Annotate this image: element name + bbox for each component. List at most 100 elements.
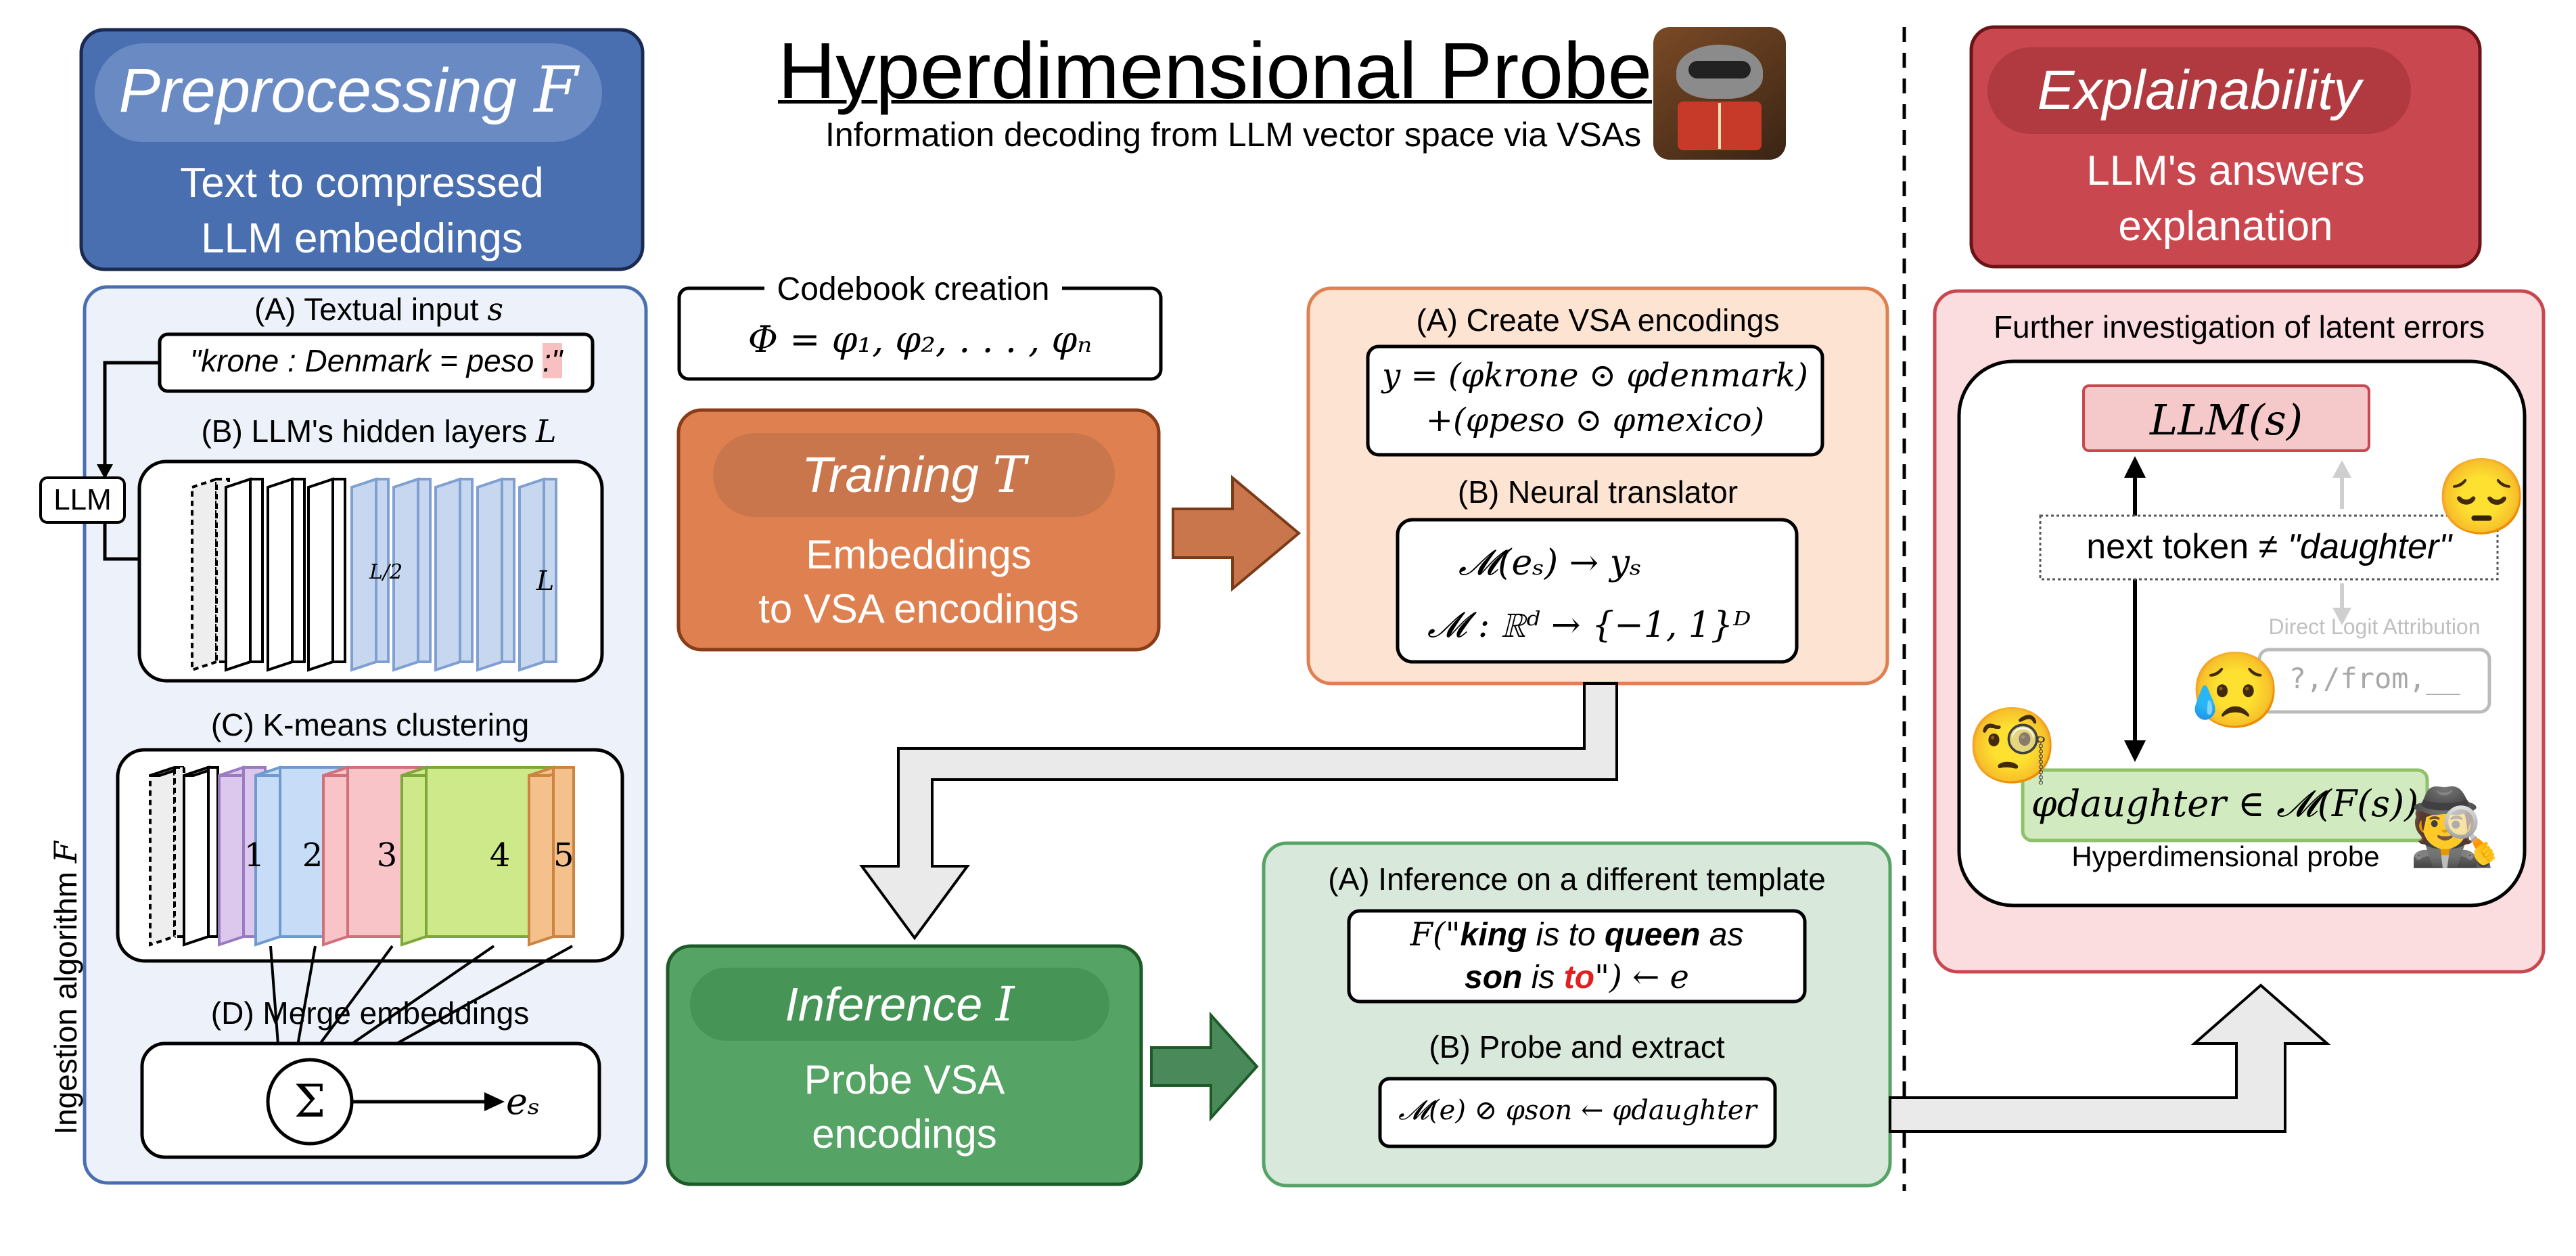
training-desc-line2: to VSA encodings bbox=[758, 586, 1079, 631]
cluster-label: 3 bbox=[376, 836, 398, 874]
preprocessing-pill bbox=[95, 43, 602, 142]
hidden-layer-face bbox=[291, 478, 306, 663]
textual-input-value: "krone : Denmark = peso bbox=[189, 343, 534, 378]
vsa-formula-line2: +(φpeso ⊙ φmexico) bbox=[1425, 401, 1765, 439]
hidden-layers-symbol: L bbox=[536, 413, 557, 449]
preprocessing-desc-line2: LLM embeddings bbox=[201, 215, 523, 262]
layer-half-label: L/2 bbox=[369, 560, 403, 584]
merge-label: (D) Merge embeddings bbox=[210, 995, 530, 1031]
hidden-layer-face bbox=[331, 478, 346, 663]
inference-to-explainability-arrow bbox=[1889, 983, 2331, 1133]
cluster-block-side bbox=[183, 765, 210, 947]
vsa-encodings-label: (A) Create VSA encodings bbox=[1416, 302, 1780, 338]
cluster-block bbox=[552, 766, 575, 938]
explainability-desc-line2: explanation bbox=[2118, 203, 2333, 250]
hidden-layers-label-text: (B) LLM's hidden layers bbox=[201, 413, 528, 449]
explainability-pill bbox=[1987, 47, 2411, 134]
probe-extract-label: (B) Probe and extract bbox=[1429, 1029, 1725, 1064]
ingestion-symbol: F bbox=[47, 841, 84, 864]
vsa-encodings-formula: y = (φkrone ⊙ φdenmark) +(φpeso ⊙ φmexic… bbox=[1368, 353, 1822, 443]
inference-desc-line1: Probe VSA bbox=[804, 1057, 1005, 1102]
explainability-title: Explainability bbox=[2037, 60, 2362, 121]
preprocessing-symbol: F bbox=[534, 53, 578, 127]
hidden-layer-face bbox=[501, 478, 515, 663]
page-subtitle: Information decoding from LLM vector spa… bbox=[825, 116, 1642, 154]
hidden-layer-slab bbox=[191, 477, 218, 672]
kmeans-clusters bbox=[149, 765, 575, 947]
template-word-as: as bbox=[1700, 917, 1744, 953]
training-pill bbox=[713, 433, 1115, 517]
probe-extract-formula: 𝓜(e) ⊘ φson ← φdaughter bbox=[1398, 1095, 1757, 1126]
textual-input-text: "krone : Denmark = peso :" bbox=[160, 342, 593, 379]
hidden-layer-face bbox=[543, 478, 557, 663]
inference-arrow bbox=[1150, 1011, 1259, 1122]
template-word-is-to: is to bbox=[1527, 917, 1605, 953]
textual-input-label: (A) Textual input s bbox=[135, 291, 622, 328]
neural-translator-label: (B) Neural translator bbox=[1457, 474, 1739, 510]
sad-face-icon: 😥 bbox=[2189, 649, 2282, 732]
ingestion-label-text: Ingestion algorithm bbox=[48, 872, 83, 1135]
next-token-box bbox=[2039, 514, 2499, 581]
hidden-layer-face bbox=[249, 478, 264, 663]
cluster-label: 4 bbox=[489, 836, 511, 874]
codebook-formula: Φ = φ₁, φ₂, . . . , φₙ bbox=[748, 318, 1092, 361]
template-f: F(" bbox=[1410, 916, 1460, 954]
probe-result-label: Hyperdimensional probe bbox=[2071, 840, 2380, 872]
vsa-encodings-box bbox=[1366, 344, 1824, 457]
template-word-king: king bbox=[1460, 917, 1527, 953]
template-word-queen: queen bbox=[1605, 917, 1701, 953]
inference-template-text: F("king is to queen as son is to") ← e bbox=[1349, 914, 1805, 999]
inference-title: Inference bbox=[785, 978, 983, 1031]
preprocessing-desc-line1: Text to compressed bbox=[180, 160, 544, 206]
neural-translator-formula: 𝓜(eₛ) → yₛ 𝓜 : ℝᵈ → {−1, 1}ᴰ bbox=[1398, 532, 1797, 656]
next-token-quote: "daughter" bbox=[2287, 527, 2452, 566]
probe-extract-box bbox=[1378, 1077, 1777, 1148]
training-pill-label: Training T bbox=[713, 434, 1115, 516]
cluster-block bbox=[173, 766, 185, 938]
preprocessing-title: Preprocessing bbox=[118, 56, 517, 125]
cluster-block-side bbox=[218, 765, 245, 947]
training-description: Embeddings to VSA encodings bbox=[678, 528, 1159, 636]
template-word-is: is bbox=[1522, 960, 1564, 995]
template-word-son: son bbox=[1465, 960, 1523, 995]
cluster-label: 2 bbox=[302, 836, 323, 874]
inference-description: Probe VSA encodings bbox=[668, 1053, 1141, 1161]
explainability-description: LLM's answers explanation bbox=[1971, 143, 2480, 254]
hidden-layer-face bbox=[459, 478, 474, 663]
kmeans-label: (C) K-means clustering bbox=[210, 707, 530, 742]
probe-result-box bbox=[2021, 768, 2429, 843]
monocle-face-icon: 🧐 bbox=[1966, 704, 2058, 788]
hidden-layers-label: (B) LLM's hidden layers L bbox=[135, 413, 622, 449]
ingestion-side-label: Ingestion algorithm F bbox=[47, 832, 88, 1144]
translator-formula-line1: 𝓜(eₛ) → yₛ bbox=[1458, 543, 1642, 583]
layer-last-label: L bbox=[536, 566, 555, 597]
hidden-layer-slab bbox=[434, 477, 461, 672]
training-arrow bbox=[1172, 474, 1302, 592]
training-title: Training bbox=[802, 447, 979, 503]
inference-template-label: (A) Inference on a different template bbox=[1328, 861, 1826, 897]
sum-circle bbox=[266, 1058, 354, 1146]
probe-result-formula: φdaughter ∈ 𝓜(F(s)) bbox=[2031, 782, 2419, 825]
template-box bbox=[1347, 909, 1807, 1004]
training-to-inference-arrow bbox=[859, 682, 1618, 941]
raccoon-reading-book-icon bbox=[1653, 27, 1786, 160]
next-token-text: next token ≠ "daughter" bbox=[2040, 526, 2498, 567]
dla-box bbox=[2257, 648, 2491, 714]
neural-translator-box bbox=[1396, 518, 1799, 664]
translator-formula-line2: 𝓜 : ℝᵈ → {−1, 1}ᴰ bbox=[1427, 605, 1751, 646]
next-token-prefix: next token ≠ bbox=[2086, 527, 2288, 566]
training-desc-line1: Embeddings bbox=[806, 532, 1032, 577]
preprocessing-description: Text to compressed LLM embeddings bbox=[81, 156, 643, 267]
investigation-title: Further investigation of latent errors bbox=[1993, 309, 2485, 344]
page-title: Hyperdimensional Probe bbox=[778, 26, 1653, 116]
inference-symbol: I bbox=[995, 977, 1015, 1032]
explainability-desc-line1: LLM's answers bbox=[2086, 148, 2365, 194]
textual-input-symbol: s bbox=[487, 291, 503, 328]
codebook-label: Codebook creation bbox=[777, 271, 1050, 307]
inference-pill-label: Inference I bbox=[690, 964, 1109, 1045]
merge-output: eₛ bbox=[506, 1080, 540, 1123]
cluster-label: 5 bbox=[553, 836, 574, 874]
detective-icon: 🕵️ bbox=[2408, 786, 2501, 869]
hidden-layer-slab bbox=[307, 477, 334, 672]
